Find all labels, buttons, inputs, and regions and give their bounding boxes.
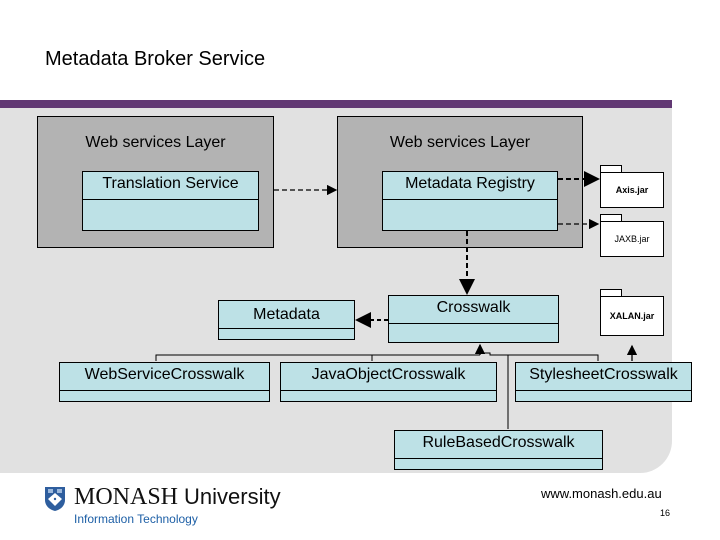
class-stylesheet-crosswalk: StylesheetCrosswalk [515, 362, 692, 402]
class-metadata: Metadata [218, 300, 355, 340]
layer-title: Web services Layer [389, 134, 531, 151]
class-metadata-registry: Metadata Registry [382, 171, 558, 231]
class-name: WebServiceCrosswalk [60, 363, 269, 391]
class-name: JavaObjectCrosswalk [281, 363, 496, 391]
logo-main-text: MONASH [74, 484, 179, 510]
package-label: Axis.jar [600, 172, 664, 208]
monash-shield-icon [45, 487, 65, 511]
class-name: Crosswalk [389, 296, 558, 324]
class-name: RuleBasedCrosswalk [395, 431, 602, 459]
class-rule-based-crosswalk: RuleBasedCrosswalk [394, 430, 603, 470]
class-crosswalk: Crosswalk [388, 295, 559, 343]
class-name: Translation Service [83, 172, 258, 200]
package-label: JAXB.jar [600, 221, 664, 257]
layer-title: Web services Layer [85, 134, 226, 151]
title-divider-bar [0, 100, 672, 108]
class-translation-service: Translation Service [82, 171, 259, 231]
class-name: Metadata Registry [383, 172, 557, 200]
class-name: StylesheetCrosswalk [516, 363, 691, 391]
class-name: Metadata [219, 301, 354, 329]
class-web-service-crosswalk: WebServiceCrosswalk [59, 362, 270, 402]
logo-wordmark: MONASH University [74, 484, 281, 511]
package-label: XALAN.jar [600, 296, 664, 336]
logo-subtitle: Information Technology [74, 512, 198, 526]
footer-url[interactable]: www.monash.edu.au [541, 486, 662, 501]
slide-title: Metadata Broker Service [45, 48, 266, 70]
class-java-object-crosswalk: JavaObjectCrosswalk [280, 362, 497, 402]
page-number: 16 [660, 508, 671, 518]
logo-university-text: University [184, 484, 281, 509]
